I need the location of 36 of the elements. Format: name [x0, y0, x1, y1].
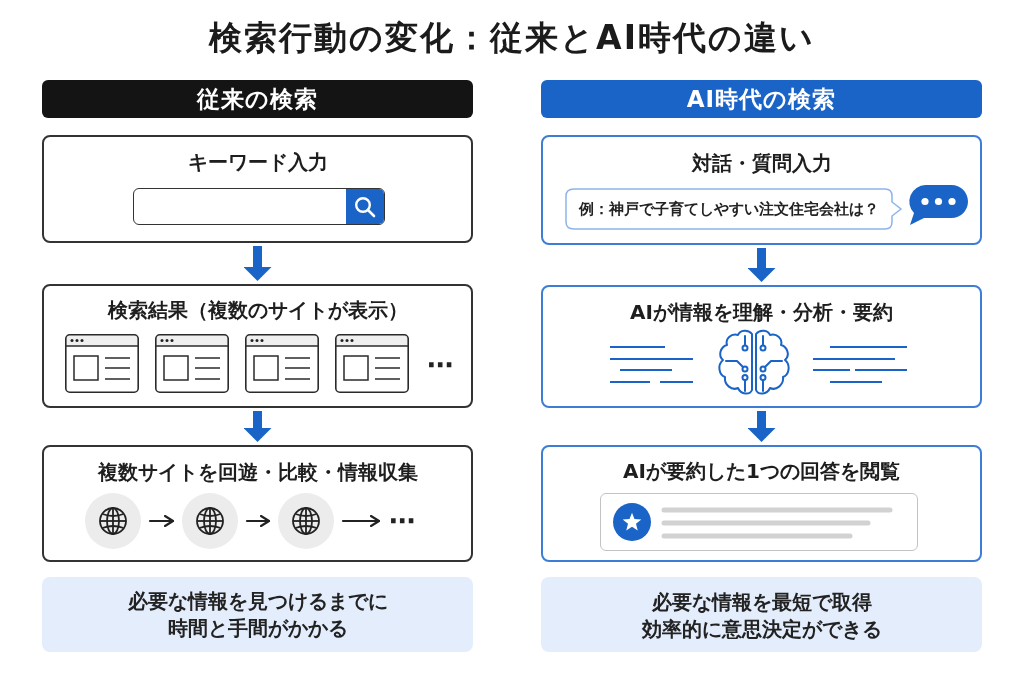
summary-panel — [42, 577, 473, 652]
ellipsis: ⋯ — [427, 351, 453, 379]
step-box — [541, 135, 982, 245]
arrow — [243, 246, 272, 281]
arrow — [245, 514, 271, 528]
step-box — [541, 285, 982, 408]
ellipsis: ⋯ — [388, 507, 416, 535]
step-heading: 対話・質問入力 — [691, 150, 832, 176]
arrow — [243, 411, 272, 442]
summary-text: 効率的に意思決定ができる — [641, 615, 882, 642]
speech-bubble — [565, 188, 903, 230]
header-bar — [541, 80, 982, 118]
arrow — [747, 411, 776, 442]
header-bar — [42, 80, 473, 118]
step-heading: 検索結果（複数のサイトが表示） — [107, 297, 408, 323]
title: 検索行動の変化：従来とAI時代の違い — [209, 18, 815, 58]
globe-icon — [182, 493, 238, 549]
column-heading: AI時代の検索 — [686, 84, 837, 114]
step-heading: AIが要約した1つの回答を閲覧 — [623, 458, 900, 484]
globe-icon — [85, 493, 141, 549]
step-box — [42, 284, 473, 408]
step-box — [541, 445, 982, 562]
step-heading: キーワード入力 — [187, 149, 328, 175]
step-box — [42, 135, 473, 243]
arrow — [747, 248, 776, 282]
step-heading: 複数サイトを回遊・比較・情報収集 — [97, 459, 418, 485]
column-heading: 従来の検索 — [197, 84, 318, 114]
example-question: 例：神戸で子育てしやすい注文住宅会社は？ — [579, 199, 879, 219]
arrow — [341, 514, 381, 528]
summary-text: 必要な情報を最短で取得 — [651, 588, 872, 615]
arrow — [148, 514, 175, 528]
summary-text: 必要な情報を見つけるまでに時間と手間がかかる — [126, 588, 389, 642]
step-box — [42, 445, 473, 562]
step-heading: AIが情報を理解・分析・要約 — [630, 299, 893, 325]
summary-panel — [541, 577, 982, 652]
globe-icon — [278, 493, 334, 549]
